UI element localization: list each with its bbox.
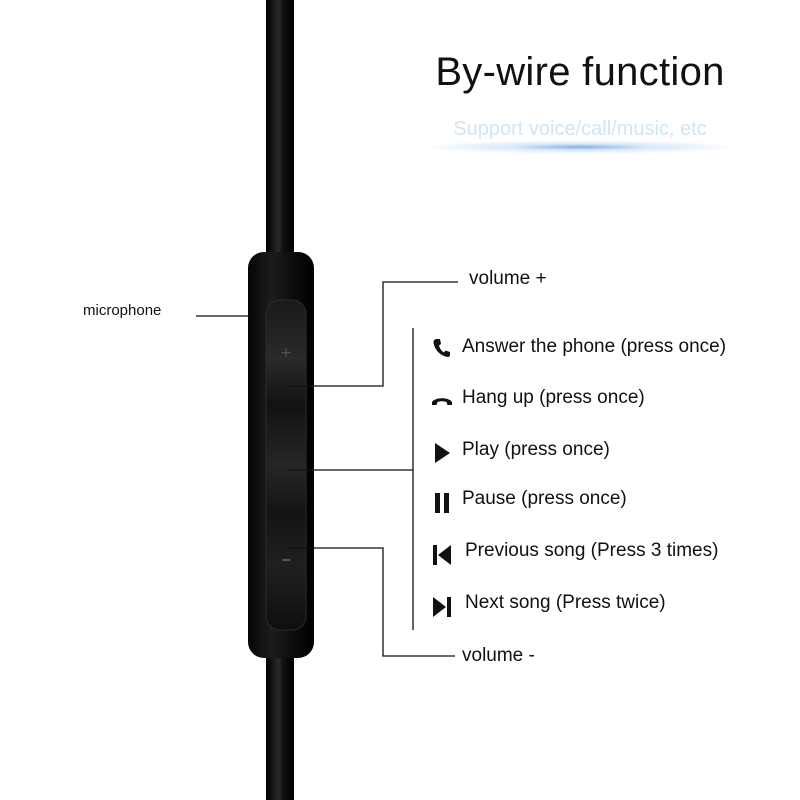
previous-track-icon (430, 543, 454, 567)
phone-hangup-icon (430, 388, 454, 412)
subtitle-glow (420, 140, 740, 154)
function-previous-label: Previous song (Press 3 times) (465, 540, 719, 561)
cable-top (266, 0, 294, 262)
function-play-label: Play (press once) (462, 439, 610, 460)
function-answer-label: Answer the phone (press once) (462, 336, 727, 357)
minus-mark (282, 559, 290, 561)
function-next-label: Next song (Press twice) (465, 592, 666, 613)
connector-lines (196, 281, 458, 657)
microphone-label: microphone (83, 302, 162, 319)
page-title: By-wire function (435, 50, 725, 94)
pause-icon (430, 491, 454, 515)
volume-up-label: volume + (469, 268, 547, 289)
phone-answer-icon (430, 336, 454, 360)
function-pause-label: Pause (press once) (462, 488, 627, 509)
cable-bottom (266, 648, 294, 800)
function-hangup-label: Hang up (press once) (462, 387, 645, 408)
next-track-icon (430, 595, 454, 619)
play-icon (430, 441, 454, 465)
volume-down-label: volume - (462, 645, 535, 666)
page-subtitle: Support voice/call/music, etc (453, 118, 707, 140)
plus-mark: + (280, 345, 292, 361)
